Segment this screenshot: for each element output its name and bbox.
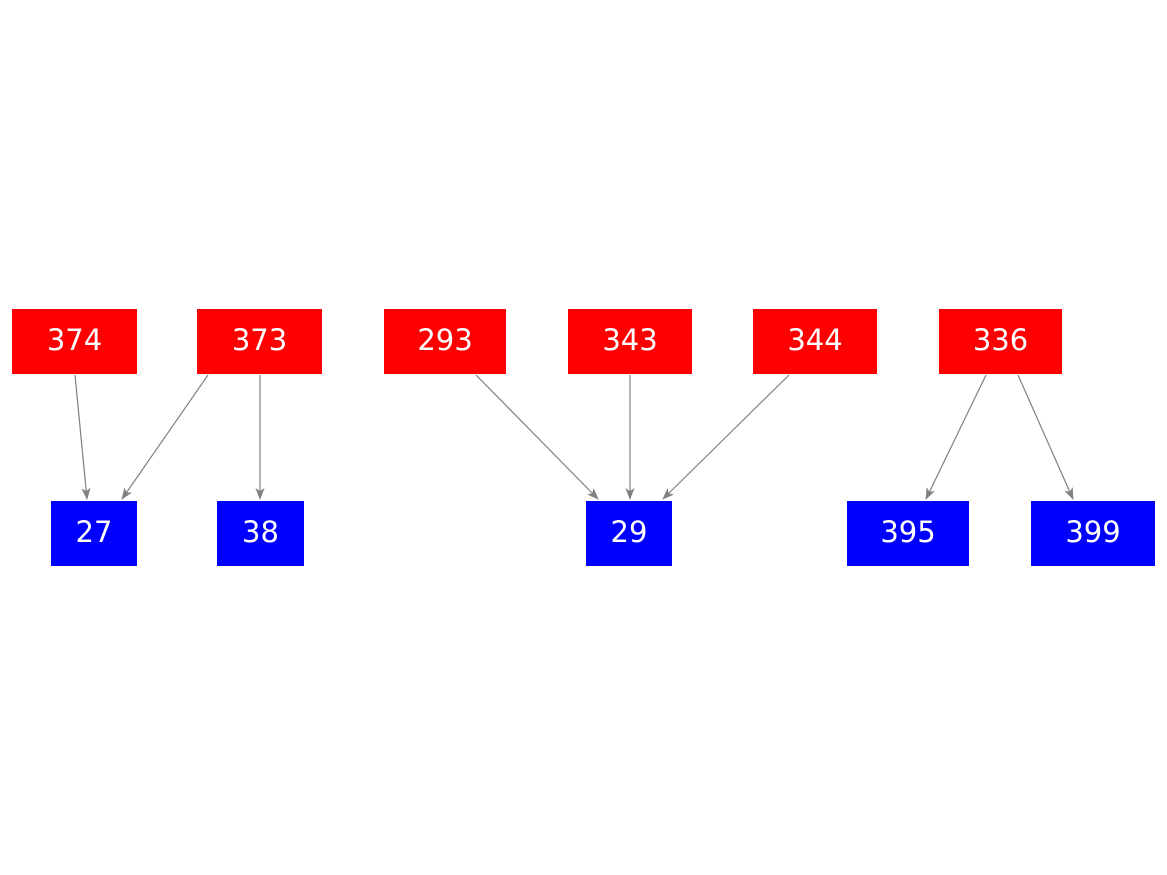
- node-label: 336: [972, 323, 1029, 357]
- node-336[interactable]: 336: [939, 309, 1062, 374]
- node-label: 29: [610, 515, 648, 549]
- node-label: 395: [880, 515, 936, 549]
- node-label: 38: [242, 515, 279, 549]
- node-label: 344: [787, 323, 843, 357]
- node-label: 374: [46, 323, 103, 357]
- node-label: 27: [75, 515, 113, 549]
- node-29[interactable]: 29: [586, 501, 672, 566]
- node-label: 373: [231, 323, 288, 357]
- edge-336-to-395: [925, 374, 987, 500]
- node-label: 293: [417, 323, 473, 357]
- edge-344-to-29: [662, 374, 790, 500]
- node-374[interactable]: 374: [12, 309, 137, 374]
- edge-373-to-27: [121, 374, 209, 500]
- node-395[interactable]: 395: [847, 501, 969, 566]
- node-373[interactable]: 373: [197, 309, 322, 374]
- node-27[interactable]: 27: [51, 501, 137, 566]
- edge-293-to-29: [475, 374, 599, 500]
- node-label: 399: [1065, 515, 1121, 549]
- node-38[interactable]: 38: [217, 501, 304, 566]
- node-344[interactable]: 344: [753, 309, 877, 374]
- node-label: 343: [602, 323, 658, 357]
- node-399[interactable]: 399: [1031, 501, 1155, 566]
- edges-group: [74, 374, 1074, 500]
- edge-374-to-27: [74, 374, 91, 500]
- node-293[interactable]: 293: [384, 309, 506, 374]
- edge-336-to-399: [1017, 374, 1074, 500]
- node-343[interactable]: 343: [568, 309, 692, 374]
